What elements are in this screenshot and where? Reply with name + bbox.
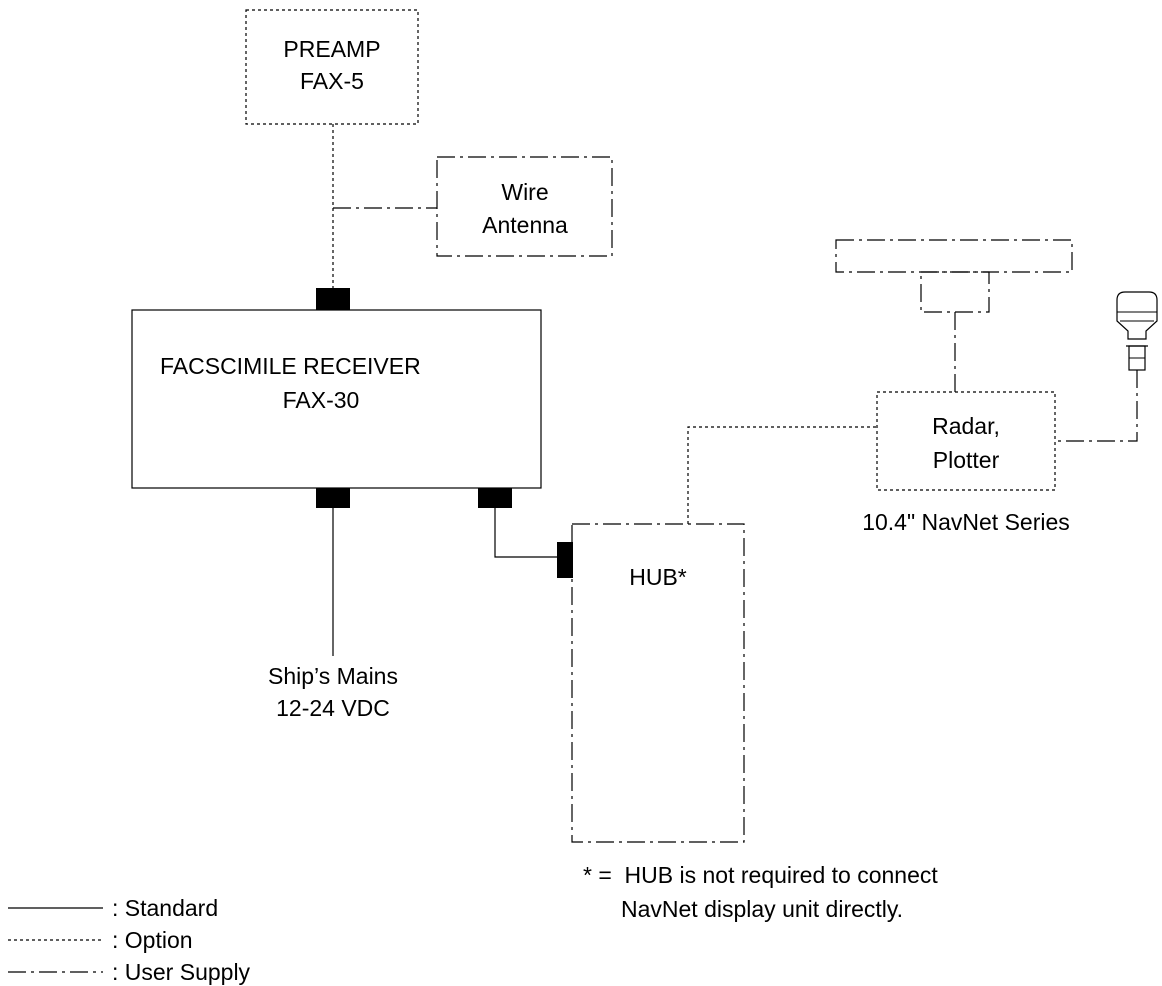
gps-antenna-cable: [1055, 370, 1138, 442]
receiver-power-connector: [316, 488, 350, 508]
radar-plotter-unit: Radar, Plotter 10.4" NavNet Series: [862, 391, 1070, 535]
radar-plotter-label-line2: Plotter: [933, 447, 1000, 473]
radar-plotter-box: [876, 391, 1056, 491]
gps-antenna-dome: [1116, 291, 1158, 340]
receiver-label-line2: FAX-30: [283, 387, 360, 413]
legend-user-supply-label: : User Supply: [112, 959, 251, 985]
preamp-unit: PREAMP FAX-5: [245, 9, 419, 125]
legend-standard-label: : Standard: [112, 895, 218, 921]
hub-box: [571, 523, 745, 843]
navnet-series-label: 10.4" NavNet Series: [862, 509, 1070, 535]
preamp-label-line2: FAX-5: [300, 68, 364, 94]
gps-antenna-icon: [1116, 291, 1158, 371]
preamp-label-line1: PREAMP: [283, 36, 380, 62]
hub-radar-cable: [687, 426, 877, 524]
receiver-lan-connector: [478, 488, 512, 508]
wire-antenna-label-line1: Wire: [501, 179, 548, 205]
radar-antenna: [835, 239, 1073, 392]
power-label-line1: Ship’s Mains: [268, 663, 398, 689]
power-label-line2: 12-24 VDC: [276, 695, 390, 721]
hub-label: HUB*: [629, 564, 687, 590]
radar-antenna-radiator: [835, 239, 1073, 273]
receiver-top-connector: [316, 288, 350, 310]
radar-antenna-pedestal: [920, 271, 990, 313]
wire-antenna-unit: Wire Antenna: [436, 156, 613, 257]
receiver-label-line1: FACSCIMILE RECEIVER: [160, 353, 421, 379]
legend-option-label: : Option: [112, 927, 193, 953]
hub-footnote-line2: NavNet display unit directly.: [621, 896, 903, 922]
wire-antenna-label-line2: Antenna: [482, 212, 568, 238]
preamp-box: [245, 9, 419, 125]
legend: : Standard : Option : User Supply: [8, 895, 251, 985]
receiver-unit: FACSCIMILE RECEIVER FAX-30: [131, 288, 542, 508]
hub-connector: [557, 542, 573, 578]
wire-antenna-box: [436, 156, 613, 257]
hub-unit: HUB*: [557, 523, 745, 843]
lan-cable: [494, 508, 557, 558]
hub-footnote-line1: * = HUB is not required to connect: [583, 862, 938, 888]
radar-plotter-label-line1: Radar,: [932, 413, 1000, 439]
